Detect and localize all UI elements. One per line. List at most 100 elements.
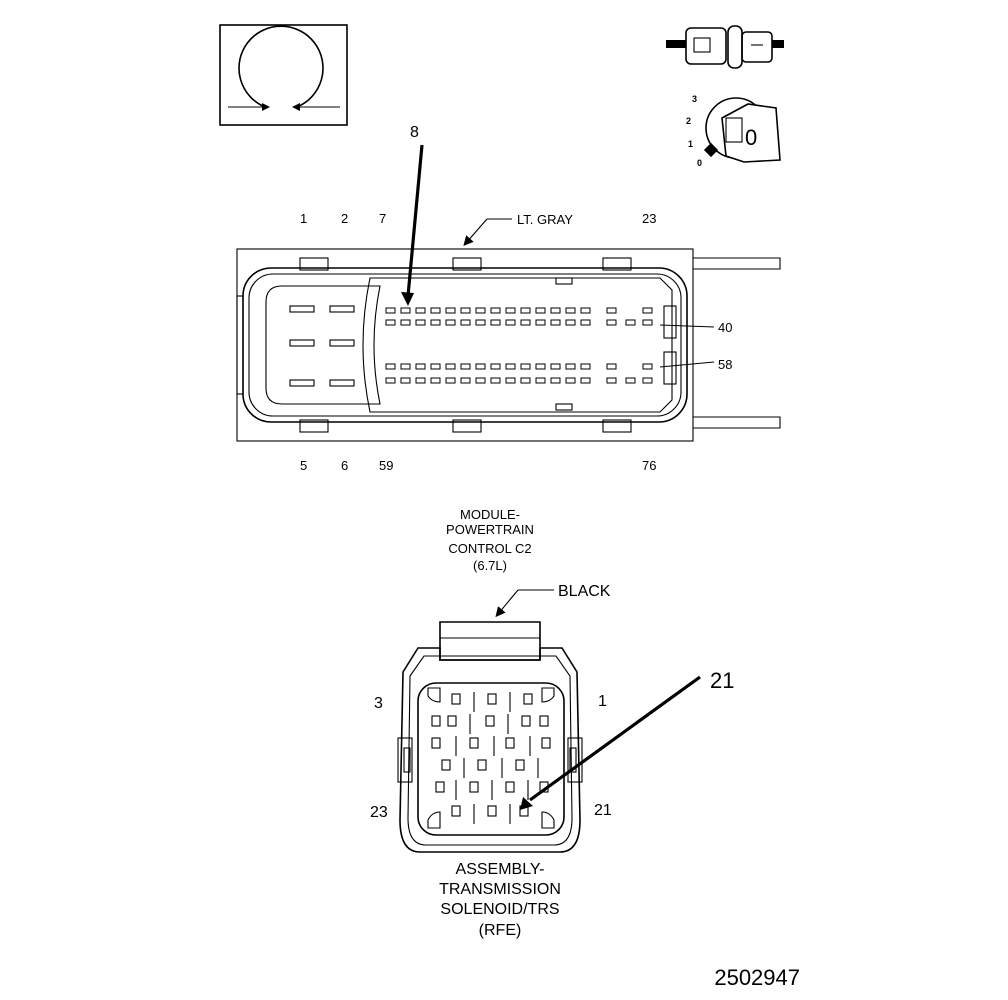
signal-pin-cavity [520, 377, 531, 384]
bottom-color-arrow [495, 589, 519, 618]
signal-pin-cavity [400, 319, 411, 326]
signal-pin-cavity [642, 307, 653, 314]
pcm-name-line-3: CONTROL C2 [448, 541, 531, 556]
signal-pin-cavity [385, 363, 396, 370]
trs-connector [397, 621, 583, 853]
pcm-name-line-1: MODULE- [460, 507, 520, 522]
color-arrow [463, 218, 488, 247]
signal-pin-cavity [415, 363, 426, 370]
pin-label-6: 6 [341, 458, 348, 473]
signal-pin-cavity [460, 377, 471, 384]
trs-name: ASSEMBLY- TRANSMISSION SOLENOID/TRS (RFE… [439, 861, 561, 939]
signal-pin-cavity [565, 319, 576, 326]
signal-pin-cavity [475, 319, 486, 326]
signal-pin-cavity [505, 307, 516, 314]
signal-pin-cavity [606, 319, 617, 326]
trs-pin-cavity [441, 759, 451, 771]
key-face-label: 0 [745, 125, 757, 150]
signal-pin-cavity [606, 377, 617, 384]
pin-label-1: 1 [300, 211, 307, 226]
signal-pin-cavity [550, 307, 561, 314]
pin-label-23: 23 [642, 211, 656, 226]
callout-arrowhead-8 [401, 292, 414, 306]
trs-pin-cavity [447, 715, 457, 727]
signal-pin-cavity [490, 363, 501, 370]
trs-pin-cavity [435, 781, 445, 793]
trs-name-line-1: ASSEMBLY- [456, 861, 545, 878]
signal-pin-cavity [535, 319, 546, 326]
signal-pin-cavity [400, 377, 411, 384]
power-pin-cavity [329, 339, 355, 347]
signal-pin-cavity [580, 307, 591, 314]
key-position-0: 0 [697, 158, 702, 168]
signal-pin-cavity [445, 377, 456, 384]
trs-pin-cavity [515, 759, 525, 771]
trs-pin-label-3: 3 [374, 695, 383, 712]
signal-pin-cavity [520, 307, 531, 314]
signal-pin-cavity [625, 377, 636, 384]
pin-label-7: 7 [379, 211, 386, 226]
ignition-key-icon: 3 2 1 0 0 [686, 94, 781, 168]
trs-name-line-3: SOLENOID/TRS [440, 901, 559, 918]
signal-pin-cavity [535, 377, 546, 384]
pcm-c2-name: MODULE- POWERTRAIN CONTROL C2 (6.7L) [446, 507, 534, 573]
trs-pin-cavity [469, 737, 479, 749]
key-position-1: 1 [688, 139, 693, 149]
rotation-symbol-icon [219, 24, 348, 126]
signal-pin-cavity [520, 363, 531, 370]
signal-pin-cavity [520, 319, 531, 326]
signal-pin-cavity [385, 377, 396, 384]
trs-pin-cavity [487, 805, 497, 817]
pcm-name-line-2: POWERTRAIN [446, 522, 534, 537]
trs-pin-label-23: 23 [370, 804, 388, 821]
signal-pin-cavity [580, 319, 591, 326]
signal-pin-cavity [400, 307, 411, 314]
connector-color-label: LT. GRAY [517, 212, 573, 227]
signal-pin-cavity [385, 319, 396, 326]
trs-pin-label-1: 1 [598, 693, 607, 710]
power-pin-cavity [289, 379, 315, 387]
signal-pin-cavity [535, 363, 546, 370]
signal-pin-cavity [445, 319, 456, 326]
power-pin-cavity [329, 379, 355, 387]
signal-pin-cavity [430, 319, 441, 326]
trs-pin-cavity [487, 693, 497, 705]
signal-pin-cavity [415, 319, 426, 326]
trs-name-line-4: (RFE) [479, 922, 522, 939]
trs-pin-cavity [523, 693, 533, 705]
signal-pin-cavity [400, 363, 411, 370]
pin-label-59: 59 [379, 458, 393, 473]
signal-pin-cavity [625, 319, 636, 326]
signal-pin-cavity [430, 363, 441, 370]
pcm-name-line-4: (6.7L) [473, 558, 507, 573]
signal-pin-cavity [475, 377, 486, 384]
trs-pin-cavity [469, 781, 479, 793]
signal-pin-cavity [445, 307, 456, 314]
signal-pin-cavity [505, 377, 516, 384]
signal-pin-cavity [642, 319, 653, 326]
callout-arrow-21 [529, 675, 701, 802]
trs-pin-cavity [521, 715, 531, 727]
trs-pin-cavity [451, 805, 461, 817]
pin-label-40: 40 [718, 320, 732, 335]
pin-label-2: 2 [341, 211, 348, 226]
figure-number: 2502947 [714, 965, 800, 990]
signal-pin-cavity [490, 377, 501, 384]
signal-pin-cavity [430, 307, 441, 314]
signal-pin-cavity [580, 363, 591, 370]
pin-label-5: 5 [300, 458, 307, 473]
signal-pin-cavity [606, 363, 617, 370]
trs-pin-cavity [431, 715, 441, 727]
signal-pin-cavity [505, 319, 516, 326]
signal-pin-cavity [505, 363, 516, 370]
trs-pin-cavity [539, 715, 549, 727]
leader-40 [659, 324, 715, 328]
trs-pin-cavity [451, 693, 461, 705]
signal-pin-cavity [475, 363, 486, 370]
signal-pin-cavity [415, 307, 426, 314]
trs-pin-cavity [477, 759, 487, 771]
signal-pin-cavity [550, 377, 561, 384]
power-pin-cavity [289, 305, 315, 313]
signal-pin-cavity [460, 307, 471, 314]
trs-pin-cavity [485, 715, 495, 727]
